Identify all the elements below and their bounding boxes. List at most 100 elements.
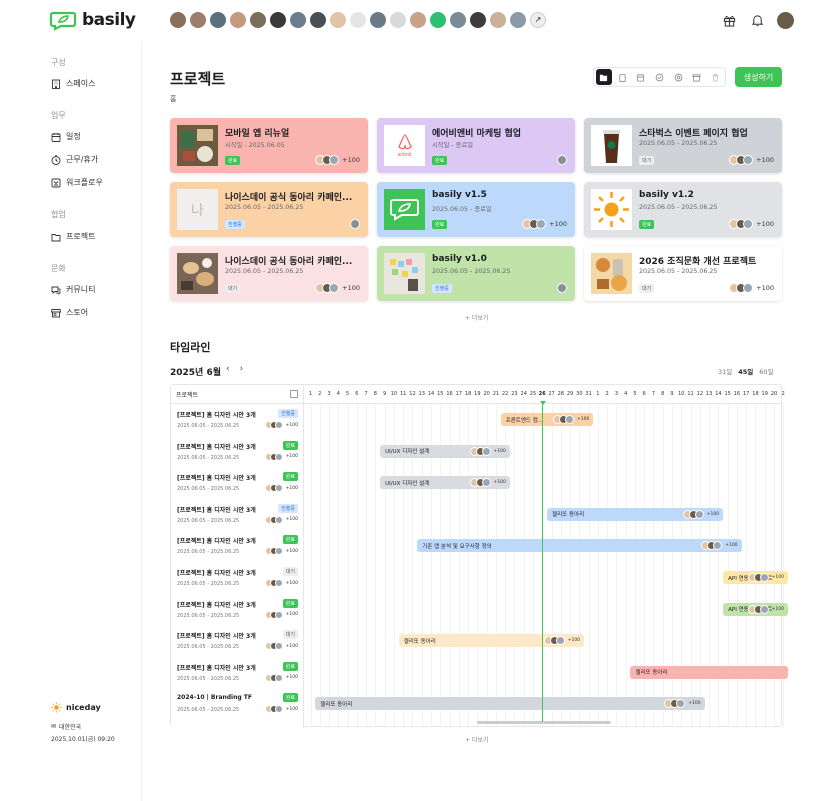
timeline-bar[interactable]: 젤리또 동아리+100 [547,507,724,521]
folder-view-icon[interactable] [596,69,612,85]
day-gridline [532,404,534,728]
member-avatar[interactable] [450,12,466,28]
load-more-projects[interactable]: + 더보기 [465,315,489,322]
day-gridline [514,404,516,728]
expand-members-icon[interactable]: ↗ [530,12,546,28]
timeline-bar[interactable]: UI/UX 디자인 설계+100 [380,444,510,458]
day-gridline [523,404,525,728]
svg-text:airbnb: airbnb [398,152,412,158]
target-icon[interactable] [670,69,686,85]
member-avatar[interactable] [350,12,366,28]
workspace-name[interactable]: niceday [51,702,115,713]
day-number: 14 [427,391,435,397]
member-avatar[interactable] [230,12,246,28]
timeline-bar[interactable]: API 연동 및 테스트+100 [723,571,789,584]
member-avatar[interactable] [370,12,386,28]
member-avatar[interactable] [210,12,226,28]
horizontal-scrollbar[interactable] [477,721,611,724]
gift-icon[interactable] [720,11,738,29]
user-avatar[interactable] [776,11,794,29]
project-card-date: 2025.06.05 - 2025.06.25 [225,204,304,211]
member-avatar[interactable] [170,12,186,28]
member-avatar[interactable] [310,12,326,28]
project-thumbnail [177,125,218,166]
timeline-bar[interactable]: UI/UX 디자인 설계+100 [380,476,510,490]
day-number: 15 [724,391,731,397]
calendar-icon[interactable] [633,69,649,85]
timeline-bar[interactable]: 젤리또 동아리+100 [398,634,585,648]
load-more-timeline[interactable]: + 더보기 [465,737,489,744]
member-avatar[interactable] [270,12,286,28]
trash-icon[interactable] [707,69,723,85]
member-avatars: +100 [264,547,298,556]
app-logo[interactable]: basily [49,10,136,31]
next-month-button[interactable]: › [239,364,244,374]
folder-icon [51,233,61,241]
day-number: 23 [511,391,518,397]
day-number: 31 [585,391,592,397]
day-number: 20 [483,391,490,397]
range-45-button[interactable]: 45일 [738,368,754,376]
sidebar-item-space[interactable]: 스페이스 [51,78,95,89]
timeline-bar[interactable]: API 연동 및 테스트+100 [723,602,789,616]
status-badge: 대기 [282,567,298,576]
breadcrumb[interactable]: 홈 [170,95,177,103]
sidebar-item-community[interactable]: 커뮤니티 [51,284,95,295]
member-avatar[interactable] [250,12,266,28]
create-button[interactable]: 생성하기 [735,67,782,87]
timeline-bar[interactable]: 프론트엔드 컴...+100 [500,413,594,426]
member-avatar[interactable] [490,12,506,28]
clipboard-icon[interactable] [615,69,631,85]
member-avatar[interactable] [410,12,426,28]
range-31-button[interactable]: 31일 [718,368,733,376]
timeline-bar[interactable]: 기존 앱 분석 및 요구사항 정의+100 [417,539,742,553]
member-avatars: +100 [552,415,589,424]
member-avatar[interactable] [470,12,486,28]
collapse-icon[interactable] [290,390,298,398]
sidebar-item-store[interactable]: 스토어 [50,307,88,318]
timeline-bar[interactable]: 젤리또 동아리 [630,665,789,679]
member-avatar[interactable] [330,12,346,28]
member-avatar[interactable] [510,12,526,28]
sidebar-item-attendance[interactable]: 근무/휴가 [51,154,98,165]
member-avatar[interactable] [290,12,306,28]
range-60-button[interactable]: 60일 [759,368,774,376]
member-avatar[interactable] [190,12,206,28]
prev-month-button[interactable]: ‹ [226,364,230,374]
sidebar-item-workflow[interactable]: 워크플로우 [51,177,103,188]
day-gridline [662,404,664,728]
day-gridline [319,404,321,728]
project-card[interactable]: 나이스데이 공식 동아리 카페인...2025.06.05 - 2025.06.… [170,246,368,301]
archive-icon[interactable] [689,69,705,85]
member-avatar[interactable] [430,12,446,28]
bell-icon[interactable] [748,11,766,29]
member-avatar[interactable] [390,12,406,28]
member-avatar [557,155,567,165]
sidebar-item-schedule[interactable]: 일정 [51,131,81,142]
timeline-bar[interactable]: 젤리또 동아리+100 [315,697,705,711]
check-circle-icon[interactable] [652,69,668,85]
sidebar-item-project[interactable]: 프로젝트 [51,231,95,242]
day-number: 12 [409,391,416,397]
project-card-title: 나이스데이 공식 동아리 카페인... [225,193,353,203]
timeline-row-date: 2025.06.05 - 2025.06.25 [177,486,240,493]
timeline-bar-label: 젤리또 동아리 [552,512,585,519]
